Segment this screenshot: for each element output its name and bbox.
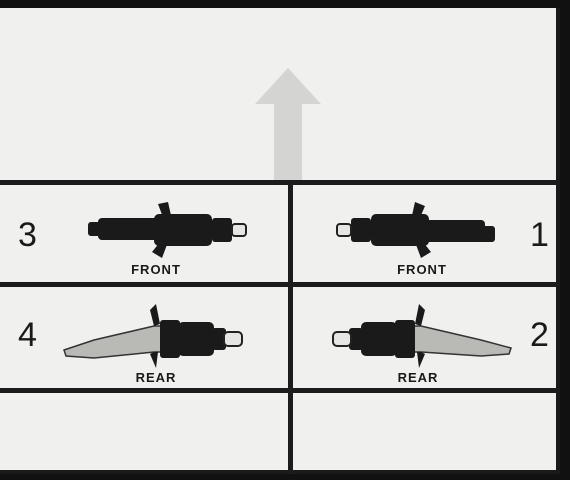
rear-plug-icon-4 xyxy=(63,304,243,368)
cell-number-1: 1 xyxy=(530,216,549,254)
grid-line-bottom xyxy=(0,388,560,393)
grid-line-vertical xyxy=(288,184,293,474)
grid-line-middle xyxy=(0,282,560,287)
front-plug-icon-1 xyxy=(336,202,495,258)
up-arrow-icon xyxy=(255,68,321,180)
front-plug-icon-3 xyxy=(88,202,247,258)
empty-cell-bottom-right xyxy=(293,393,556,470)
plug-label-rear-4: REAR xyxy=(135,370,177,385)
cell-number-4: 4 xyxy=(18,316,37,354)
plug-label-rear-2: REAR xyxy=(397,370,439,385)
rear-plug-icon-2 xyxy=(332,304,512,368)
cell-number-3: 3 xyxy=(18,216,37,254)
plug-label-front-3: FRONT xyxy=(131,262,181,277)
cell-number-2: 2 xyxy=(530,316,549,354)
empty-cell-bottom-left xyxy=(0,393,288,470)
plug-label-front-1: FRONT xyxy=(397,262,447,277)
connector-location-panel: 3 FRONT 1 FRONT 4 xyxy=(0,8,560,474)
grid-line-top xyxy=(0,180,560,185)
